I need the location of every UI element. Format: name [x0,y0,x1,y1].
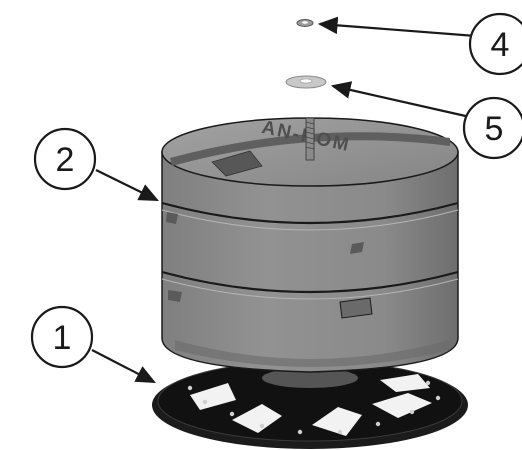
callout-2: 2 [33,127,97,191]
callout-5-label: 5 [485,110,504,148]
callout-5: 5 [462,96,522,160]
callout-2-label: 2 [56,141,75,179]
leader-arrow-2 [95,169,159,201]
nut [296,19,314,27]
leader-arrow-5 [330,81,471,119]
callout-4-label: 4 [491,26,510,64]
leader-arrow-4 [317,16,477,38]
callout-4: 4 [468,12,522,76]
base-plate [152,360,468,449]
leader-lines [91,16,477,384]
callout-1-label: 1 [53,319,72,357]
callout-1: 1 [30,305,94,369]
cylinder-stack: AN-KOM [161,117,459,373]
washer [285,75,327,89]
leader-arrow-1 [91,349,156,384]
